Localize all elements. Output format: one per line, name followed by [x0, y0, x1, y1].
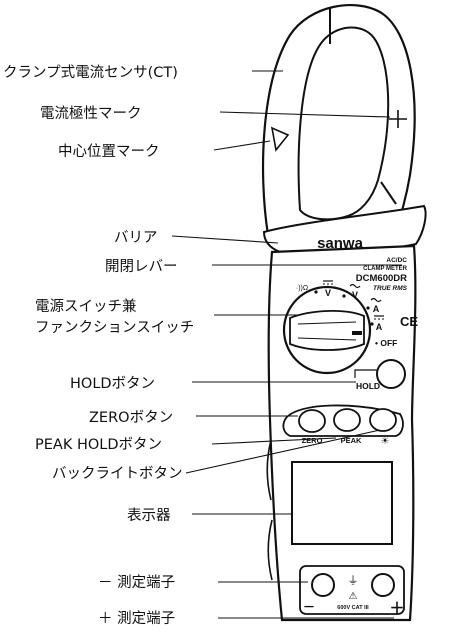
function-switch[interactable] [282, 285, 372, 375]
label-polarity-mark: 電流極性マーク [40, 105, 142, 122]
peak-button[interactable] [333, 408, 361, 432]
true-rms-label: TRUE RMS [373, 285, 408, 292]
ac-symbol-v-icon [349, 283, 361, 289]
hold-button-label: HOLD [356, 381, 380, 391]
label-ct-sensor: クランプ式電流センサ(CT) [3, 64, 178, 81]
callout-labels: クランプ式電流センサ(CT) 電流極性マーク 中心位置マーク バリア 開閉レバー… [3, 64, 194, 627]
leader-lines [171, 70, 402, 619]
meter-type-line1: AC/DC [386, 257, 407, 264]
position-dc-a-label: A [376, 322, 383, 332]
ce-mark: CE [400, 314, 418, 329]
position-continuity-ohm-label: ·))Ω [296, 285, 308, 292]
label-barrier: バリア [114, 230, 158, 246]
position-dc-v-label: V [325, 288, 331, 298]
label-lever: 開閉レバー [105, 259, 178, 275]
backlight-button[interactable] [369, 408, 397, 432]
zero-peak-backlight-buttons [282, 404, 404, 437]
peak-button-label: PEAK [341, 436, 362, 445]
warning-icon: ⚠ [349, 591, 358, 602]
position-off-label: • OFF [375, 338, 397, 348]
terminal-panel: ⏚ ⚠ － 600V CAT III ＋ [299, 565, 405, 617]
jaw-split-line-bottom [380, 181, 397, 205]
meter-body: AC/DC CLAMP METER DCM600DR TRUE RMS ·))Ω… [266, 244, 418, 622]
label-plus-terminal: ＋ 測定端子 [98, 610, 175, 627]
display-window [291, 461, 393, 545]
plus-symbol: ＋ [389, 600, 404, 617]
polarity-plus-icon [389, 110, 407, 128]
zero-button-label: ZERO [302, 436, 323, 445]
ac-symbol-a-icon [370, 297, 382, 303]
minus-terminal-jack[interactable] [311, 573, 335, 597]
label-minus-terminal: － 測定端子 [98, 574, 175, 591]
hold-button[interactable] [376, 359, 406, 389]
position-ac-v-label: V [352, 290, 358, 300]
label-display: 表示器 [127, 507, 171, 524]
meter-type-line2: CLAMP METER [363, 266, 408, 272]
label-switch-line2: ファンクションスイッチ [35, 319, 194, 336]
plus-terminal-jack[interactable] [371, 573, 395, 597]
ground-icon: ⏚ [348, 574, 359, 587]
clamp-jaw [261, 4, 416, 246]
minus-symbol: － [303, 600, 315, 614]
label-zero-button: ZEROボタン [89, 409, 173, 426]
label-switch-line1: 電源スイッチ兼 [35, 298, 137, 315]
label-peak-hold-button: PEAK HOLDボタン [35, 436, 162, 453]
rating-label: 600V CAT III [337, 605, 369, 611]
backlight-sun-icon: ☀ [381, 436, 390, 447]
label-backlight-button: バックライトボタン [52, 465, 183, 482]
center-mark-icon [270, 126, 290, 152]
model-name: DCM600DR [356, 273, 407, 284]
label-center-mark: 中心位置マーク [58, 143, 160, 160]
zero-button[interactable] [298, 409, 326, 433]
position-ac-a-label: A [373, 304, 380, 314]
label-hold-button: HOLDボタン [70, 375, 155, 392]
